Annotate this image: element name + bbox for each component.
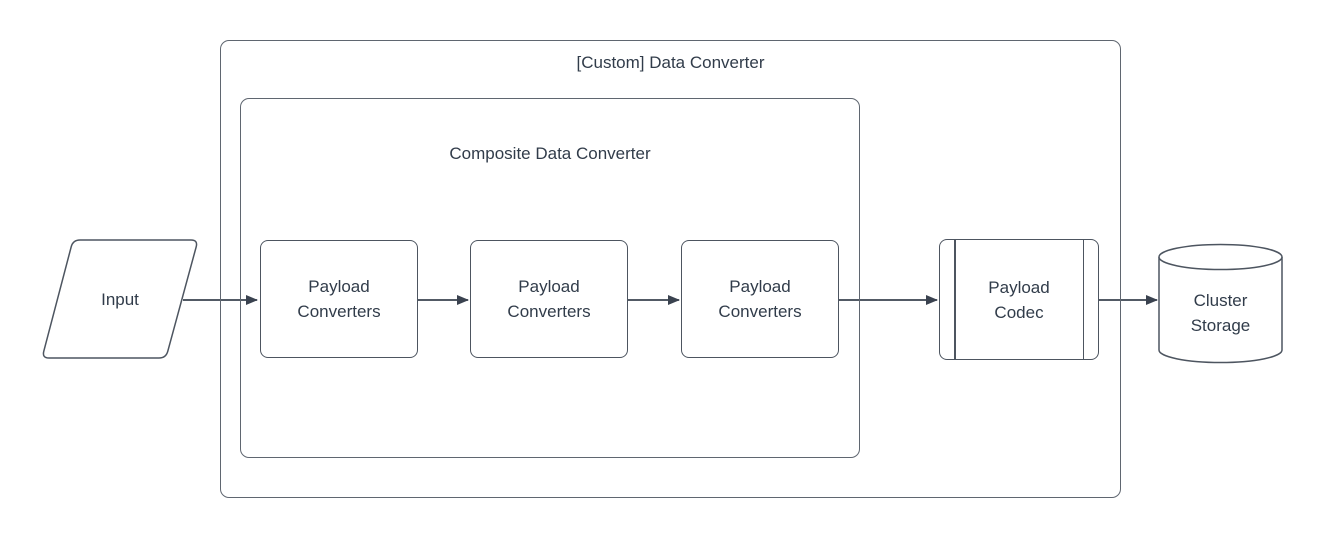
payload-codec-label: Payload Codec	[988, 277, 1050, 322]
node-payload-converters-3: Payload Converters	[681, 240, 839, 358]
container-custom-data-converter: [Custom] Data Converter	[220, 40, 1121, 498]
container-composite-data-converter: Composite Data Converter	[240, 98, 860, 458]
codec-inner-line-right	[1082, 240, 1084, 359]
cluster-storage-cylinder-body	[1158, 257, 1283, 364]
payload-converters-3-label: Payload Converters	[718, 277, 802, 321]
custom-data-converter-title: [Custom] Data Converter	[576, 53, 765, 72]
payload-converters-2-label: Payload Converters	[507, 277, 591, 321]
node-payload-codec: Payload Codec	[939, 239, 1099, 360]
cluster-storage-cylinder-top	[1158, 243, 1283, 271]
input-parallelogram-shape	[42, 239, 198, 359]
payload-converters-1-label: Payload Converters	[297, 277, 381, 321]
node-payload-converters-2: Payload Converters	[470, 240, 628, 358]
codec-inner-line-left	[954, 240, 956, 359]
node-payload-converters-1: Payload Converters	[260, 240, 418, 358]
composite-data-converter-title: Composite Data Converter	[449, 144, 651, 163]
